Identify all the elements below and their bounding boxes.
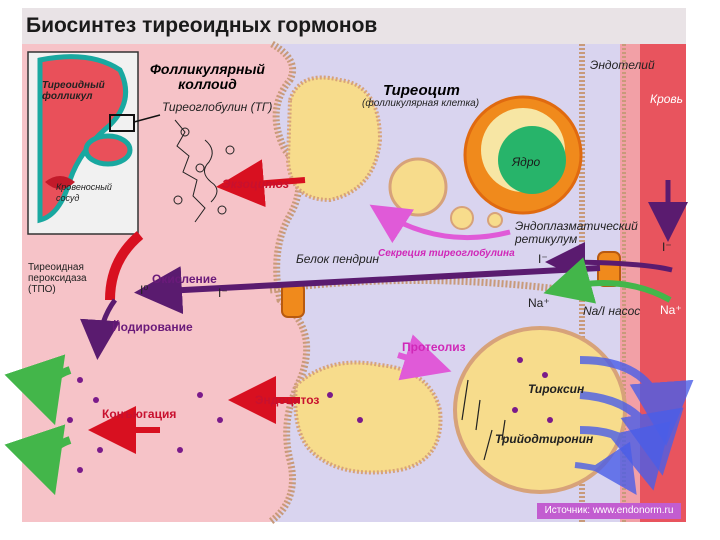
blood-region — [640, 44, 686, 522]
i-minus-label-3: I⁻ — [662, 240, 672, 254]
iodination-arrow — [80, 298, 120, 360]
triiodothyronine-label: Трийодтиронин — [495, 432, 594, 446]
thyroglobulin-label: Тиреоглобулин (ТГ) — [162, 100, 273, 114]
proteolysis-label: Протеолиз — [402, 340, 466, 354]
iodide-arrow — [134, 265, 601, 315]
tg-secretion-label: Секреция тиреоглобулина — [378, 248, 515, 259]
conjugation-label: Конъюгация — [102, 407, 177, 421]
green-arrow-2 — [4, 424, 72, 496]
i-minus-label-2: I⁻ — [538, 252, 548, 266]
i-minus-label-1: I⁻ — [218, 286, 228, 300]
exocytosis-vesicle — [285, 75, 383, 203]
er-label: Эндоплазматический ретикулум — [515, 219, 638, 246]
thyrocyte-label: Тиреоцит — [383, 82, 460, 99]
i0-label: I⁰ — [140, 283, 149, 297]
hormone-release-arrows — [574, 356, 694, 495]
pendrin-label: Белок пендрин — [296, 252, 379, 266]
apical-membrane — [267, 40, 311, 525]
tg-secretion-arrow — [369, 204, 511, 244]
follicular-cell-label: (фолликулярная клетка) — [362, 98, 480, 109]
proteolysis-arrow — [397, 334, 452, 381]
vessel-label: Кровеносный сосуд — [56, 182, 112, 203]
zoom-box — [109, 114, 135, 132]
iodine-atoms — [67, 357, 553, 473]
vessel-shape — [45, 176, 75, 189]
cell-boundary — [269, 277, 583, 296]
na-right-label: Na⁺ — [660, 303, 682, 317]
nucleus-label: Ядро — [512, 155, 541, 169]
colloid-label: Фолликулярный коллоид — [150, 61, 265, 92]
sodium-arrow — [543, 257, 672, 304]
source-badge[interactable]: Источник: www.endonorm.ru — [537, 503, 681, 519]
page-title: Биосинтез тиреоидных гормонов — [26, 14, 378, 37]
thyroxine-label: Тироксин — [528, 382, 585, 396]
na-pump-label: Na/I насос — [583, 304, 641, 318]
tpo-label: Тиреоидная пероксидаза (ТПО) — [28, 262, 87, 295]
na-left-label: Na⁺ — [528, 296, 550, 310]
exocytosis-label: Экзоцитоз — [222, 177, 290, 191]
pendrin-protein — [281, 282, 305, 318]
green-arrow-1 — [4, 354, 72, 426]
blood-label: Кровь — [650, 92, 683, 106]
vesicle-2 — [450, 206, 474, 230]
tpo-arrow — [105, 231, 144, 301]
nucleus — [498, 126, 566, 194]
exocytosis-arrow — [216, 159, 306, 208]
endothelium-label: Эндотелий — [590, 58, 655, 72]
oxidation-label: Окисление — [152, 272, 217, 286]
vesicle-3 — [487, 212, 503, 228]
follicle-label: Тиреоидный фолликул — [42, 80, 105, 102]
iodination-label: Йодирование — [112, 320, 193, 334]
endocytosis-vesicle — [293, 360, 443, 475]
vesicle-1 — [388, 157, 448, 217]
title-bar — [22, 8, 686, 44]
endocytosis-label: Эндоцитоз — [255, 393, 320, 407]
